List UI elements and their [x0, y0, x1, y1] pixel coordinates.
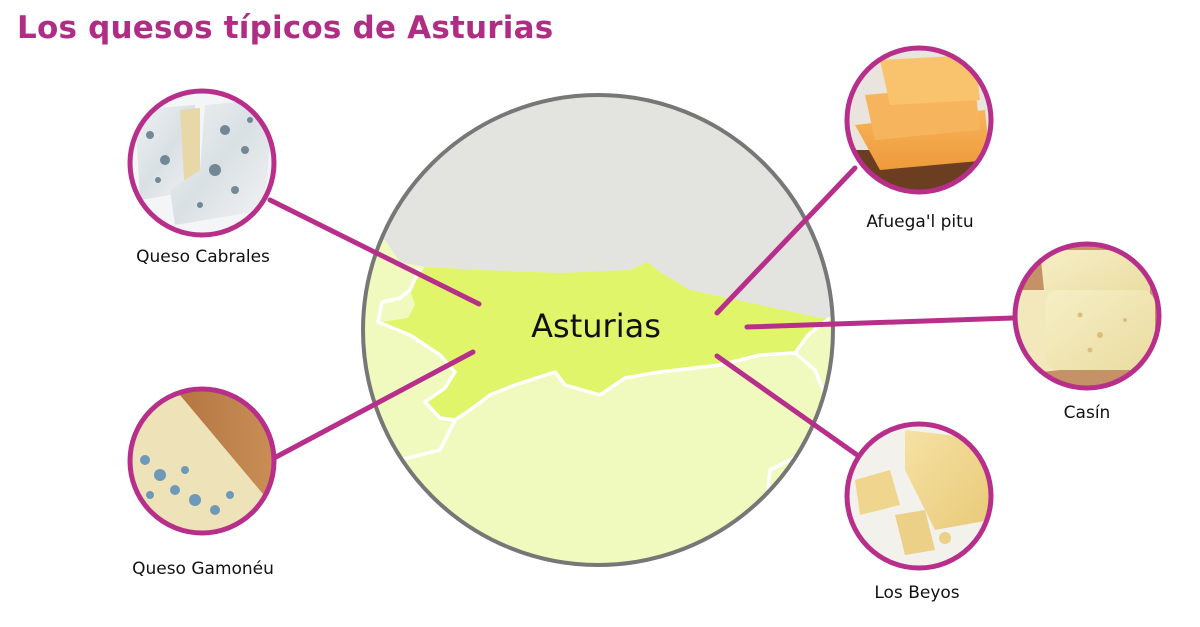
- cheese-image-afuega-l-pitu: [844, 45, 994, 195]
- cheese-label-los-beyos: Los Beyos: [874, 583, 960, 603]
- cheese-label-cabrales: Queso Cabrales: [136, 247, 270, 267]
- connector-lines: [267, 165, 1016, 460]
- page-title: Los quesos típicos de Asturias: [17, 10, 554, 46]
- cheese-label-afuega-l-pitu: Afuega'l pitu: [866, 212, 974, 232]
- map-circle: [361, 93, 835, 567]
- sea-region: [363, 95, 833, 318]
- cheese-label-gamoneu: Queso Gamonéu: [132, 559, 274, 579]
- connector-beyos: [714, 353, 863, 460]
- map-region-label: Asturias: [531, 307, 661, 345]
- cheese-image-casin: [1012, 241, 1162, 391]
- connector-cabrales: [267, 197, 482, 307]
- connector-afuega: [714, 165, 858, 316]
- connector-casin: [744, 315, 1016, 330]
- cheese-image-cabrales: [127, 88, 277, 238]
- cheese-image-los-beyos: [844, 421, 994, 571]
- connector-gamoneu: [273, 349, 476, 460]
- cheese-image-gamoneu: [127, 386, 277, 536]
- cheese-label-casin: Casín: [1063, 403, 1111, 423]
